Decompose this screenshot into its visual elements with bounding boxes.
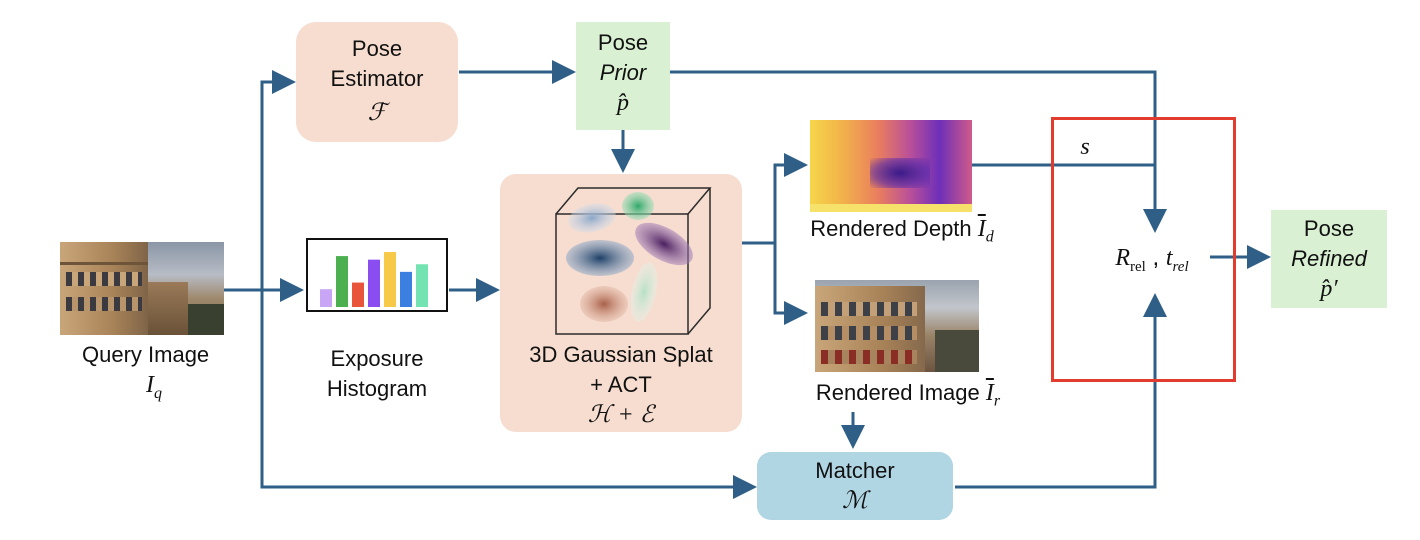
refinement-r-sub: rel	[1130, 258, 1146, 275]
histogram-bar	[336, 256, 348, 307]
rendered-depth-label: Rendered Depth Id	[784, 214, 1020, 252]
pose-estimator-line2: Estimator	[330, 66, 424, 91]
query-image-symbol-base: I	[146, 372, 154, 398]
gaussian-blob	[630, 262, 658, 322]
pose-prior-box: Pose Prior p̂	[576, 22, 670, 130]
arrow-splat-to-image	[773, 243, 808, 325]
pose-estimator-box: Pose Estimator ℱ	[296, 22, 458, 142]
refinement-scale: s	[1080, 134, 1090, 160]
rendered-depth-title: Rendered Depth	[810, 216, 972, 241]
histogram-bar	[320, 289, 332, 307]
matcher-box: Matcher ℳ	[757, 452, 953, 520]
gaussian-blob	[566, 240, 634, 276]
arrow-splat-to-depth	[742, 153, 808, 245]
rendered-depth-photo	[810, 120, 972, 212]
gaussian-splat-box: 3D Gaussian Splat + ACT ℋ + ℰ	[500, 174, 742, 432]
histogram-label: Exposure Histogram	[296, 344, 458, 404]
gaussian-blob	[622, 192, 654, 220]
rendered-image-symbol: I	[985, 380, 994, 406]
histogram-line1: Exposure	[330, 346, 424, 371]
refinement-frame	[1051, 117, 1236, 382]
rendered-depth-symbol: I	[977, 216, 986, 242]
pose-prior-line2: Prior	[599, 60, 647, 85]
pose-refined-box: Pose Refined p̂′	[1271, 210, 1387, 308]
rendered-image-photo	[815, 280, 979, 372]
rendered-image-sub: r	[993, 392, 1001, 410]
histogram-chart	[320, 252, 428, 307]
gaussian-cube	[555, 187, 712, 335]
gaussian-splat-symbol: ℋ + ℰ	[587, 402, 655, 428]
pose-prior-symbol: p̂	[617, 90, 629, 116]
gaussian-blob	[568, 203, 616, 233]
query-image-photo	[60, 242, 224, 335]
histogram-bar	[400, 271, 412, 307]
rendered-image-title: Rendered Image	[815, 380, 980, 405]
pose-estimator-symbol: ℱ	[367, 100, 387, 126]
arrow-query-to-matcher	[260, 290, 757, 499]
histogram-box	[306, 238, 448, 312]
arrow-matcher-to-refinement	[955, 293, 1167, 489]
gaussian-blob	[580, 286, 628, 322]
arrow-prior-to-refinement	[670, 70, 1167, 233]
pose-estimator-line1: Pose	[351, 36, 403, 61]
histogram-bar	[352, 282, 364, 307]
query-image-label: Query Image Iq	[60, 340, 292, 409]
pose-refined-line1: Pose	[1303, 216, 1355, 241]
arrow-query-to-pose-estimator	[260, 70, 296, 290]
matcher-symbol: ℳ	[842, 488, 868, 514]
refinement-t: t	[1165, 245, 1173, 271]
histogram-line2: Histogram	[326, 376, 428, 401]
refinement-comma: ,	[1152, 244, 1160, 271]
pose-refined-line2: Refined	[1291, 246, 1367, 271]
gaussian-splat-line1: 3D Gaussian Splat	[529, 342, 713, 367]
refinement-rt: Rrel , trel	[1092, 243, 1212, 282]
matcher-line1: Matcher	[815, 458, 895, 483]
gaussian-splat-line2: + ACT	[590, 372, 652, 397]
refinement-r: R	[1115, 245, 1131, 271]
query-image-symbol-sub: q	[154, 384, 162, 402]
rendered-image-label: Rendered Image Ir	[790, 378, 1026, 416]
query-image-title: Query Image	[82, 342, 210, 367]
refinement-t-sub: rel	[1172, 258, 1189, 275]
pose-prior-line1: Pose	[597, 30, 649, 55]
rendered-depth-sub: d	[985, 228, 994, 246]
histogram-bar	[368, 259, 380, 307]
pose-refined-symbol: p̂′	[1320, 276, 1338, 302]
query-image-symbol: Iq	[82, 370, 292, 409]
gaussian-blob	[635, 222, 693, 266]
histogram-bar	[416, 264, 428, 307]
histogram-bar	[384, 252, 396, 307]
